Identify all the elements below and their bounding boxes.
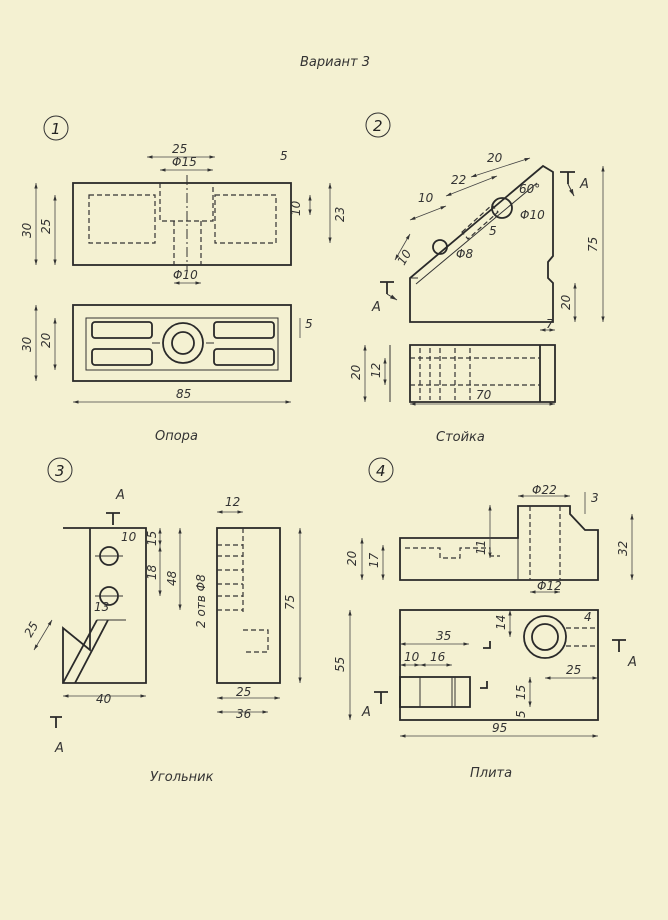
part-4-dim-10: 10 [404, 650, 420, 664]
part-4-dim-25: 25 [566, 663, 581, 677]
part-4-number-circle [368, 457, 394, 483]
part-1-dim-30: 30 [20, 222, 34, 238]
part-4-dim-phi22: Φ22 [532, 483, 557, 497]
part-1-dim-23: 23 [333, 207, 347, 222]
part-1-dim-85: 85 [176, 387, 191, 401]
part-2: 2 20 22 10 60° Φ10 5 Φ [349, 112, 605, 445]
part-3-number-circle [47, 457, 73, 483]
part-2-dim-20: 20 [487, 151, 503, 165]
part-1-dim-10: 10 [289, 200, 303, 216]
part-3-section-a-top: A [115, 488, 125, 503]
part-2-dim-phi10: Φ10 [520, 208, 545, 222]
part-3: 3 12 10 15 18 48 13 2 отв Φ8 75 [21, 457, 302, 785]
part-2-dim-20-bottom: 20 [349, 364, 363, 380]
part-3-side-view [216, 527, 281, 684]
part-4-dim-20: 20 [345, 550, 359, 566]
part-2-name: Стойка [436, 430, 485, 445]
part-4-dim-14: 14 [494, 615, 508, 630]
part-4-section-a-left: A [361, 705, 371, 720]
part-4-dim-5: 5 [514, 710, 528, 718]
part-3-dim-36: 36 [236, 707, 252, 721]
part-2-number-circle [365, 112, 391, 138]
part-4-dim-4: 4 [584, 610, 592, 624]
part-1-dim-30-top: 30 [20, 336, 34, 352]
part-1-dim-phi15: Φ15 [172, 155, 197, 169]
part-2-dim-20-right: 20 [559, 294, 573, 310]
part-3-dim-holes: 2 отв Φ8 [194, 574, 208, 628]
part-1-number: 1 [51, 120, 61, 138]
part-3-section-a-bottom: A [54, 741, 64, 756]
part-1-dim-25-left: 25 [39, 219, 53, 234]
part-1-front-view [72, 182, 292, 266]
part-2-dim-70: 70 [476, 388, 492, 402]
part-4-front-view [399, 505, 599, 581]
part-4-dim-95: 95 [492, 721, 507, 735]
part-4-dim-15: 15 [514, 685, 528, 700]
part-2-front-view [409, 164, 554, 323]
part-4-name: Плита [470, 766, 512, 781]
part-4-dim-35: 35 [436, 629, 451, 643]
part-3-dim-13: 13 [94, 600, 109, 614]
part-3-dim-48: 48 [165, 570, 179, 586]
part-1-name: Опора [155, 429, 198, 444]
part-2-dim-10-left: 10 [394, 247, 414, 268]
part-4-section-a-right: A [627, 655, 637, 670]
part-3-dim-25: 25 [236, 685, 251, 699]
part-3-dim-12: 12 [225, 495, 240, 509]
part-2-number: 2 [373, 117, 383, 135]
part-3-dim-25-slant: 25 [21, 619, 41, 639]
part-2-dim-10: 10 [418, 191, 434, 205]
part-4-dim-32: 32 [616, 541, 630, 556]
part-4-dim-phi12: Φ12 [537, 579, 562, 593]
part-3-dim-75: 75 [283, 595, 297, 610]
part-4-number: 4 [376, 462, 386, 480]
sheet-title: Вариант 3 [300, 55, 370, 70]
part-1-top-view [72, 304, 292, 382]
part-3-dim-15: 15 [145, 531, 159, 546]
part-4-dim-11: 11 [474, 540, 488, 555]
part-3-dim-10: 10 [121, 530, 137, 544]
part-2-dim-5: 5 [489, 224, 497, 238]
part-1: 1 25 Φ15 5 10 23 30 25 [20, 115, 347, 444]
part-2-dim-12: 12 [369, 363, 383, 378]
part-3-number: 3 [55, 462, 65, 480]
part-2-section-a-bottom: A [371, 300, 381, 315]
part-1-dim-5-top: 5 [305, 317, 313, 331]
part-1-dim-phi10: Φ10 [173, 268, 198, 282]
part-4-dim-16: 16 [430, 650, 446, 664]
part-3-name: Угольник [150, 770, 214, 785]
part-2-dim-7: 7 [546, 317, 554, 331]
part-4: 4 Φ22 3 20 17 [333, 457, 637, 781]
part-2-dim-75: 75 [586, 237, 600, 252]
part-4-dim-3: 3 [591, 491, 599, 505]
part-2-dim-60deg: 60° [519, 182, 540, 196]
part-1-dim-5: 5 [280, 149, 288, 163]
part-3-dim-18: 18 [145, 564, 159, 580]
part-1-dim-20: 20 [39, 332, 53, 348]
part-2-section-a-top: A [579, 177, 589, 192]
part-1-number-circle [43, 115, 69, 141]
part-1-dim-25: 25 [172, 142, 187, 156]
part-2-bottom-view [409, 344, 556, 403]
part-2-dim-22: 22 [451, 173, 466, 187]
part-2-dim-phi8: Φ8 [456, 247, 473, 261]
part-3-dim-40: 40 [96, 692, 112, 706]
part-4-dim-55: 55 [333, 657, 347, 672]
part-4-dim-17: 17 [367, 552, 381, 568]
